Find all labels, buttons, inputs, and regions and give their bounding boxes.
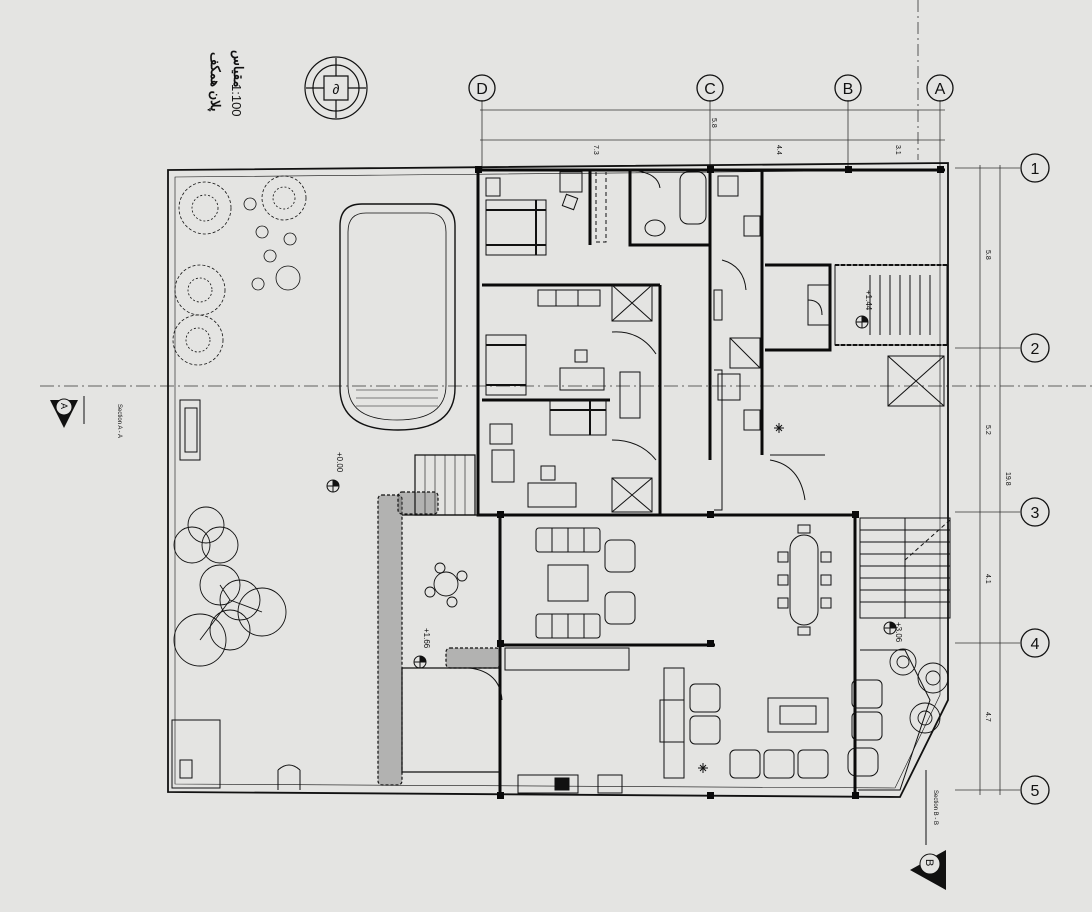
- level-marker-stair: +1.44: [855, 290, 873, 329]
- hallway-wc: [713, 259, 825, 511]
- grid-bubble-a: A: [926, 74, 954, 102]
- grid-bubble-b: B: [834, 74, 862, 102]
- svg-text:4.7: 4.7: [984, 712, 991, 722]
- grid-bubble-4: 4: [1020, 628, 1050, 658]
- svg-text:A: A: [935, 81, 946, 98]
- grid-bubble-d: D: [468, 74, 496, 102]
- svg-text:19.8: 19.8: [1004, 472, 1011, 486]
- second-stair: [859, 517, 951, 619]
- scale-value: 1:100: [229, 84, 244, 117]
- svg-text:D: D: [476, 81, 488, 98]
- kitchen-lounge: [469, 649, 931, 794]
- section-marker-b: B Section B - B: [910, 770, 946, 890]
- trees-right: [889, 648, 949, 734]
- svg-text:Section A - A: Section A - A: [116, 404, 122, 438]
- north-arrow-icon: ∂: [304, 56, 368, 120]
- top-dimensions: 5.8 3.1 4.4 7.3: [592, 118, 901, 155]
- title-block: مقیاس 1:100 پلان همکف: [207, 50, 246, 117]
- svg-text:5.8: 5.8: [984, 250, 991, 260]
- svg-text:+1.44: +1.44: [864, 290, 873, 311]
- hedge: [377, 491, 501, 786]
- grid-bubble-3: 3: [1020, 497, 1050, 527]
- svg-text:+1.66: +1.66: [422, 628, 431, 649]
- terrace-table: [424, 562, 468, 608]
- svg-text:2: 2: [1031, 341, 1040, 358]
- level-marker-yard: +0.00: [326, 452, 344, 493]
- right-dimensions: 5.8 5.2 4.1 4.7 19.8: [984, 250, 1011, 722]
- svg-text:+0.00: +0.00: [335, 452, 344, 473]
- grid-lines: [40, 0, 1092, 795]
- level-marker-terrace: +1.66: [413, 628, 431, 669]
- svg-text:5.8: 5.8: [710, 118, 717, 128]
- main-stair: [807, 264, 948, 407]
- svg-text:4: 4: [1031, 636, 1040, 653]
- middle-rooms: [485, 284, 657, 513]
- svg-text:+3.06: +3.06: [894, 622, 903, 643]
- swimming-pool: [339, 203, 456, 431]
- svg-text:B: B: [843, 81, 854, 98]
- dining-table: [777, 524, 832, 636]
- svg-text:5: 5: [1031, 783, 1040, 800]
- svg-text:∂: ∂: [333, 81, 340, 97]
- svg-text:A: A: [59, 403, 69, 409]
- level-marker-dining: +3.06: [883, 621, 903, 643]
- svg-text:1: 1: [1031, 161, 1040, 178]
- svg-text:Section B - B: Section B - B: [932, 790, 938, 825]
- yard-furniture: [171, 399, 301, 790]
- grid-bubble-1: 1: [1020, 153, 1050, 183]
- bathroom-top: [629, 169, 761, 237]
- svg-text:4.4: 4.4: [775, 145, 782, 155]
- trees-lower: [173, 506, 287, 667]
- terrace-outline: [401, 454, 501, 773]
- trees-upper: [172, 175, 307, 366]
- drawing-title: پلان همکف: [207, 52, 223, 112]
- scale-label: مقیاس: [230, 50, 246, 87]
- svg-text:C: C: [704, 81, 716, 98]
- section-marker-a: A Section A - A: [50, 396, 122, 438]
- svg-text:7.3: 7.3: [592, 145, 599, 155]
- grid-bubble-5: 5: [1020, 775, 1050, 805]
- svg-text:5.2: 5.2: [984, 425, 991, 435]
- svg-text:3: 3: [1031, 505, 1040, 522]
- grid-bubble-c: C: [696, 74, 724, 102]
- svg-text:4.1: 4.1: [984, 574, 991, 584]
- living-room: [504, 527, 636, 671]
- svg-text:B: B: [923, 859, 935, 866]
- svg-text:3.1: 3.1: [894, 145, 901, 155]
- bedroom-top: [485, 171, 607, 256]
- grid-bubble-2: 2: [1020, 333, 1050, 363]
